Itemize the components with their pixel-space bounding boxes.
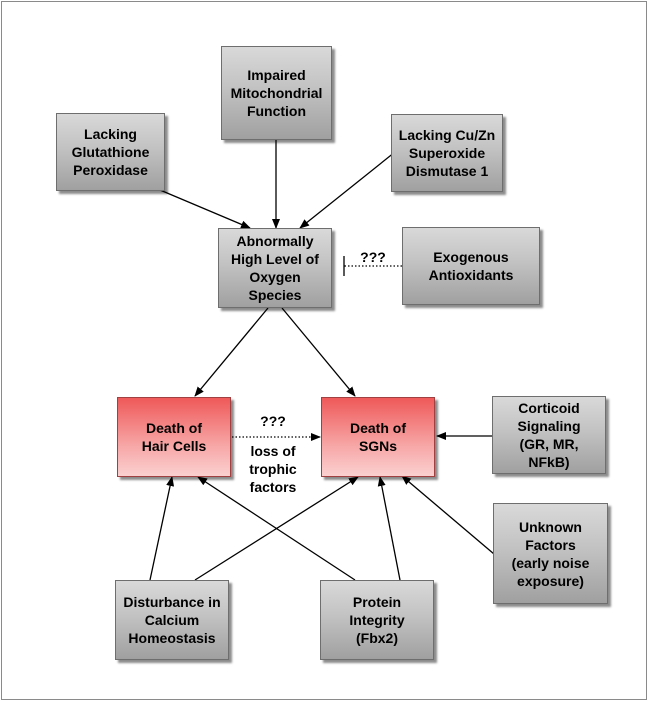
loss-of-trophic-factors-label: loss of trophic factors <box>249 443 297 495</box>
calcium-homeostasis-node: Disturbance in Calcium Homeostasis <box>115 580 229 660</box>
arrow-protein-to-hair-cells <box>197 476 356 581</box>
exogenous-antioxidants-node: Exogenous Antioxidants <box>402 227 540 305</box>
lacking-sod1-node: Lacking Cu/Zn Superoxide Dismutase 1 <box>391 114 503 192</box>
arrow-protein-to-sgns <box>377 476 401 581</box>
impaired-mitochondrial-function-node: Impaired Mitochondrial Function <box>221 46 332 140</box>
high-oxygen-species-node: Abnormally High Level of Oxygen Species <box>218 228 332 308</box>
antioxidant-unknown-label: ??? <box>360 249 386 265</box>
death-of-hair-cells-node: Death of Hair Cells <box>117 397 231 477</box>
arrow-oxygen-to-sgns <box>281 307 356 397</box>
trophic-unknown-label: ??? <box>260 413 286 429</box>
protein-integrity-node: Protein Integrity (Fbx2) <box>320 580 434 660</box>
lacking-glutathione-peroxidase-node: Lacking Glutathione Peroxidase <box>56 113 165 191</box>
arrow-unknown-to-sgns <box>401 475 495 555</box>
arrow-calcium-to-hair-cells <box>149 476 175 581</box>
corticoid-signaling-node: Corticoid Signaling (GR, MR, NFkB) <box>492 396 606 474</box>
arrow-sod1-to-oxygen <box>299 151 396 229</box>
arrow-glutathione-to-oxygen <box>159 189 251 229</box>
unknown-factors-node: Unknown Factors (early noise exposure) <box>493 503 608 604</box>
death-of-sgns-node: Death of SGNs <box>321 397 435 477</box>
arrow-oxygen-to-hair-cells <box>194 307 269 397</box>
